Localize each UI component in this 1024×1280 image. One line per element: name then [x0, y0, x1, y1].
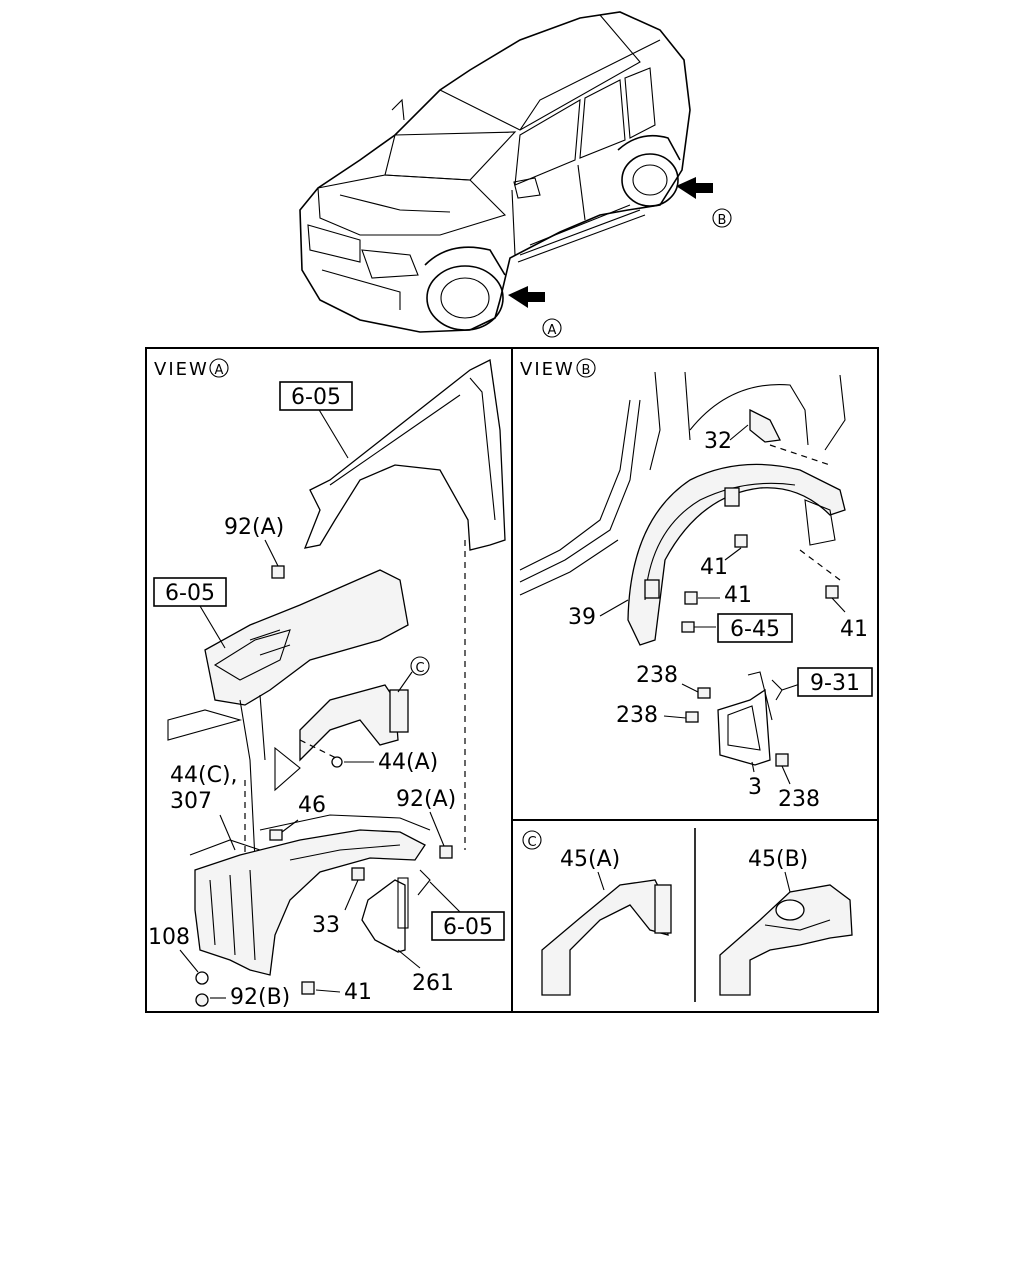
- marker-b-label: B: [718, 213, 727, 228]
- callout-39: 39: [568, 605, 596, 630]
- callout-33: 33: [312, 913, 340, 938]
- callout-307: 307: [170, 789, 212, 814]
- ref-6-05-top: 6-05: [291, 385, 341, 410]
- splash-shield-c: [299, 684, 399, 762]
- view-c-panel: C 45(A) 45(B): [522, 830, 853, 996]
- callout-41-b3: 41: [840, 617, 868, 642]
- callout-92a-top: 92(A): [224, 515, 284, 540]
- callout-92a-mid: 92(A): [396, 787, 456, 812]
- wheel-liner: [194, 829, 426, 976]
- ref-box-6-05-bot: [431, 911, 505, 941]
- view-b-panel: VIEW B 39 32 41 41 41: [519, 358, 873, 812]
- splash-shield-45b: [719, 884, 853, 996]
- view-b-marker: B: [582, 363, 591, 378]
- callout-45b: 45(B): [748, 847, 808, 872]
- wheel-arch-liner-39: [627, 463, 846, 646]
- ref-box-6-05-top: [279, 381, 353, 411]
- callout-238-c: 238: [778, 787, 820, 812]
- callout-261: 261: [412, 971, 454, 996]
- front-fender: [303, 359, 506, 551]
- ref-box-9-31: [797, 667, 873, 697]
- apron-structure: [204, 569, 409, 706]
- view-a-c-marker: C: [415, 661, 424, 676]
- callout-45a: 45(A): [560, 847, 620, 872]
- marker-b-circle: [712, 208, 732, 228]
- splash-shield-45a: [541, 879, 669, 996]
- marker-a-circle: [542, 318, 562, 338]
- callout-32: 32: [704, 429, 732, 454]
- ref-6-45: 6-45: [730, 617, 780, 642]
- mud-flap-3: [717, 688, 771, 766]
- callout-41-b1: 41: [700, 555, 728, 580]
- callout-41-b2: 41: [724, 583, 752, 608]
- callout-44c: 44(C),: [170, 763, 238, 788]
- callout-3: 3: [748, 775, 762, 800]
- callout-92b: 92(B): [230, 985, 290, 1010]
- callout-238-a: 238: [636, 663, 678, 688]
- view-a-title: VIEW: [154, 359, 209, 380]
- marker-a-label: A: [548, 323, 557, 338]
- callout-238-b: 238: [616, 703, 658, 728]
- arrow-a-icon: [508, 286, 545, 308]
- callout-46: 46: [298, 793, 326, 818]
- callout-108: 108: [148, 925, 190, 950]
- vehicle-illustration: B A: [299, 11, 732, 338]
- ref-6-05-mid: 6-05: [165, 581, 215, 606]
- view-b-frame: [511, 347, 879, 821]
- view-a-panel: VIEW A 6-05 92(A) 6-05 C: [148, 358, 506, 1010]
- callout-44a: 44(A): [378, 750, 438, 775]
- mud-flap-261: [361, 879, 406, 953]
- arrow-b-icon: [676, 177, 713, 199]
- ref-9-31: 9-31: [810, 671, 860, 696]
- ref-box-6-05-mid: [153, 577, 227, 607]
- ref-6-05-bot: 6-05: [443, 915, 493, 940]
- view-c-frame: [511, 819, 879, 1013]
- callout-41-a: 41: [344, 980, 372, 1005]
- view-b-title: VIEW: [520, 359, 575, 380]
- view-a-marker: A: [215, 363, 224, 378]
- ref-box-6-45: [717, 613, 793, 643]
- view-c-marker: C: [527, 835, 536, 850]
